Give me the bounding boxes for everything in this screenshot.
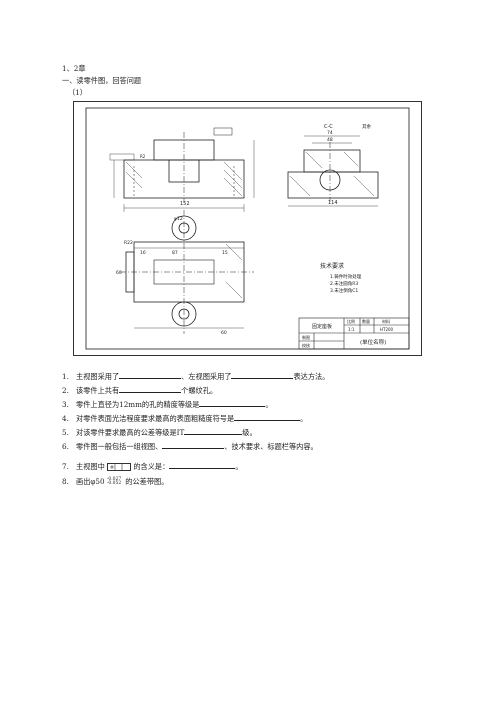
question-2: 2.该零件上共有个螺纹孔。 [62, 385, 218, 395]
dim-d60: 60 [221, 330, 227, 336]
subsection-label: （1） [68, 88, 87, 97]
dim-r22: R22 [124, 240, 133, 246]
title-scale: 1:1 [348, 327, 355, 332]
geometric-tolerance-symbol [107, 463, 132, 471]
tech-req-item: 1.铸件时效处理 [330, 273, 362, 280]
dim-w16: 16 [140, 250, 146, 256]
question-3: 3.零件上直径为12mm的孔的精度等级是。 [62, 399, 273, 409]
dim-w15: 15 [222, 250, 228, 256]
dim-w87: 87 [172, 250, 178, 256]
title-part-name: 固定座板 [312, 323, 332, 330]
question-6: 6.零件图一般包括一组视图、、技术要求、标题栏等内容。 [62, 441, 318, 451]
dim-phi12: φ12 [174, 216, 183, 222]
answer-blank[interactable] [199, 399, 266, 407]
answer-blank[interactable] [184, 427, 243, 435]
part-drawing: 152 R2 C-C 其余 74 48 114 [73, 101, 422, 356]
section-heading: 一、读零件图，回答问题 [62, 76, 142, 85]
section-view-cc [287, 135, 379, 207]
front-view [109, 127, 255, 212]
dim-w74: 74 [327, 130, 333, 136]
title-drawn-label: 制图 [302, 334, 310, 340]
title-material-label: 材料 [382, 318, 390, 324]
chapter-heading: 1、2章 [62, 64, 86, 73]
dim-top-length: 152 [180, 201, 190, 207]
title-unit: (单位名称) [360, 338, 386, 346]
question-1: 1.主视图采用了、左视图采用了表达方法。 [62, 371, 330, 381]
answer-blank[interactable] [119, 371, 182, 379]
title-checked-label: 校核 [302, 342, 310, 348]
label-r2: R2 [140, 154, 146, 159]
tech-req-item: 2.未注圆角R3 [330, 280, 358, 287]
answer-blank[interactable] [234, 413, 301, 421]
other-surfaces-label: 其余 [362, 123, 371, 130]
tech-req-item: 3.未注倒角C1 [330, 287, 358, 294]
title-qty-label: 数量 [362, 318, 370, 324]
tolerance-stack: -0.027-0.052 [106, 476, 122, 486]
inner-border [85, 107, 410, 350]
answer-blank[interactable] [162, 441, 225, 449]
question-4: 4.对零件表面光洁程度要求最高的表面粗糙度符号是。 [62, 413, 308, 423]
question-7: 7.主视图中 的含义是：。 [62, 461, 243, 471]
title-scale-label: 比例 [347, 318, 355, 324]
answer-blank[interactable] [119, 385, 182, 393]
cc-label: C-C [324, 124, 333, 130]
dim-w48: 48 [327, 137, 333, 143]
answer-blank[interactable] [231, 371, 294, 379]
title-block [298, 317, 410, 350]
dim-h60: 60 [116, 270, 122, 276]
answer-blank[interactable] [169, 461, 236, 469]
title-material: HT200 [380, 327, 394, 332]
top-view [120, 210, 254, 334]
drawing-canvas: 152 R2 C-C 其余 74 48 114 [85, 107, 410, 350]
dim-right-width: 114 [328, 200, 338, 206]
front-section [168, 159, 200, 183]
tech-req-title: 技术要求 [320, 262, 344, 270]
